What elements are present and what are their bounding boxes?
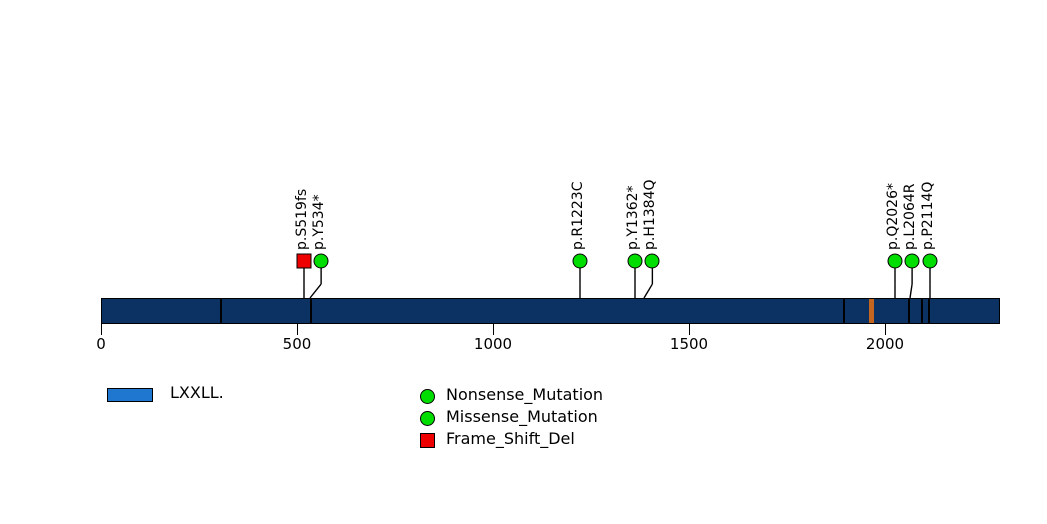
mutation-legend-label: Nonsense_Mutation — [446, 385, 604, 404]
mutation-marker[interactable] — [644, 253, 660, 269]
axis-tick-label: 2000 — [865, 335, 905, 353]
protein-domain-divider — [921, 299, 924, 323]
mutation-label: p.Q2026* — [885, 183, 902, 250]
axis-tick-label: 0 — [96, 335, 106, 353]
lollipop-stem — [634, 267, 636, 298]
protein-domain-divider — [842, 299, 845, 323]
mutation-marker[interactable] — [922, 253, 938, 269]
lollipop-stem — [303, 267, 306, 298]
domain-legend-swatch[interactable] — [107, 388, 153, 402]
lollipop-stem — [643, 267, 653, 299]
protein-domain-divider — [220, 299, 223, 323]
axis-tick — [885, 324, 886, 335]
lollipop-stem — [309, 267, 323, 299]
protein-domain-divider — [907, 299, 910, 323]
mutation-legend-swatch[interactable] — [420, 433, 435, 448]
axis-tick — [297, 324, 298, 335]
mutation-label: p.P2114Q — [919, 181, 936, 250]
mutation-legend-swatch[interactable] — [420, 411, 435, 426]
lollipop-stem — [579, 267, 582, 298]
mutation-marker[interactable] — [313, 253, 329, 269]
mutation-marker[interactable] — [904, 253, 920, 269]
mutation-label: p.H1384Q — [641, 179, 658, 250]
mutation-marker[interactable] — [627, 253, 643, 269]
domain-legend-label: LXXLL. — [170, 383, 224, 402]
mutation-legend-label: Frame_Shift_Del — [446, 429, 575, 448]
mutation-marker[interactable] — [887, 253, 903, 269]
axis-tick-label: 500 — [282, 335, 312, 353]
mutation-legend-label: Missense_Mutation — [446, 407, 598, 426]
axis-tick — [101, 324, 102, 335]
protein-backbone-bar — [101, 298, 1000, 324]
axis-tick — [493, 324, 494, 335]
axis-tick-label: 1500 — [669, 335, 709, 353]
protein-domain-divider — [928, 299, 931, 323]
lollipop-stem — [929, 267, 931, 298]
axis-tick — [689, 324, 690, 335]
mutation-legend-swatch[interactable] — [420, 389, 435, 404]
mutation-marker[interactable] — [572, 253, 588, 269]
mutation-label: p.Y534* — [311, 194, 328, 250]
mutation-label: p.Y1362* — [624, 185, 641, 250]
mutation-marker[interactable] — [296, 253, 312, 269]
protein-domain-divider — [309, 299, 312, 323]
axis-tick-label: 1000 — [473, 335, 513, 353]
lollipop-stem — [894, 267, 897, 298]
mutation-label: p.R1223C — [570, 181, 587, 250]
protein-domain-region[interactable] — [869, 299, 875, 323]
lollipop-stem — [909, 267, 914, 299]
mutation-label: p.S519fs — [294, 188, 311, 250]
mutation-label: p.L2064R — [902, 183, 919, 251]
